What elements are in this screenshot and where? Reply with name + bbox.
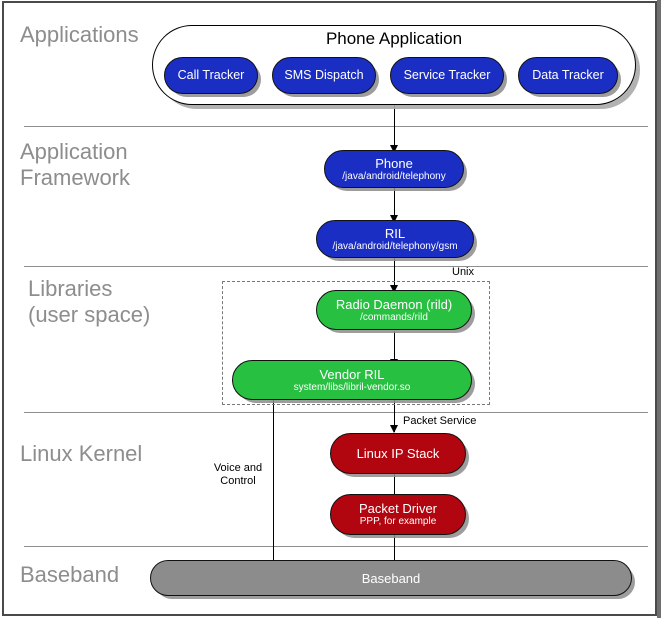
kernel-node-packet-driver[interactable]: Packet Driver PPP, for example (330, 494, 466, 535)
app-node-service-tracker[interactable]: Service Tracker (390, 57, 504, 94)
layer-label-applications: Applications (20, 22, 139, 47)
diagram-outer-frame (2, 1, 657, 616)
layer-label-application-framework: Application Framework (20, 139, 131, 190)
edge-ril-to-rild (394, 257, 396, 289)
app-node-call-tracker[interactable]: Call Tracker (164, 57, 258, 94)
baseband-node-title: Baseband (361, 570, 421, 586)
layer-label-libraries: Libraries (user space) (28, 276, 151, 327)
phone-application-title: Phone Application (325, 29, 463, 48)
edge-vendor-ril-to-ip-stack (394, 398, 396, 432)
layer-label-linux-kernel: Linux Kernel (20, 441, 143, 466)
edge-phone-to-ril (394, 188, 396, 218)
divider-libraries-kernel (24, 412, 648, 413)
edge-packet-driver-to-baseband (394, 535, 396, 565)
arrowhead-phone-to-ril (390, 215, 398, 223)
unix-group-label: Unix (452, 266, 475, 278)
framework-node-phone-subtitle: /java/android/telephony (342, 170, 446, 182)
edge-app-to-phone (394, 105, 396, 149)
kernel-node-linux-ip-stack[interactable]: Linux IP Stack (330, 433, 466, 474)
unix-group-box (222, 281, 490, 405)
framework-node-phone[interactable]: Phone /java/android/telephony (324, 150, 464, 188)
app-node-sms-dispatch-label: SMS Dispatch (284, 68, 364, 82)
arrowhead-ril-to-rild (390, 285, 398, 293)
library-node-vendor-ril[interactable]: Vendor RIL system/libs/libril-vendor.so (232, 360, 472, 400)
library-node-radio-daemon-subtitle: /commands/rild (360, 311, 428, 323)
edge-label-voice-and-control: Voice and Control (213, 462, 263, 487)
library-node-vendor-ril-subtitle: system/libs/libril-vendor.so (293, 381, 411, 393)
divider-framework-libraries (24, 266, 648, 267)
framework-node-ril-subtitle: /java/android/telephony/gsm (332, 240, 458, 252)
edge-vendor-ril-to-baseband-voice (273, 398, 275, 565)
library-node-vendor-ril-title: Vendor RIL (319, 366, 385, 382)
app-node-call-tracker-label: Call Tracker (177, 68, 245, 82)
divider-kernel-baseband (24, 546, 648, 547)
edge-ip-stack-to-packet-driver (394, 474, 396, 506)
framework-node-ril[interactable]: RIL /java/android/telephony/gsm (316, 220, 474, 258)
layer-label-baseband: Baseband (20, 562, 120, 587)
app-node-service-tracker-label: Service Tracker (403, 68, 491, 82)
app-node-data-tracker[interactable]: Data Tracker (518, 57, 618, 94)
edge-label-packet-service: Packet Service (403, 415, 477, 427)
library-node-radio-daemon-title: Radio Daemon (rild) (335, 296, 453, 312)
app-node-sms-dispatch[interactable]: SMS Dispatch (272, 57, 376, 94)
kernel-node-packet-driver-title: Packet Driver (358, 501, 438, 516)
library-node-radio-daemon[interactable]: Radio Daemon (rild) /commands/rild (316, 290, 472, 330)
edge-rild-to-vendor-ril (394, 331, 396, 365)
framework-node-phone-title: Phone (375, 155, 413, 171)
arrowhead-vendor-ril-to-ip-stack (390, 425, 398, 433)
baseband-node[interactable]: Baseband (150, 560, 632, 596)
app-node-data-tracker-label: Data Tracker (532, 68, 604, 82)
kernel-node-packet-driver-subtitle: PPP, for example (359, 516, 437, 527)
kernel-node-linux-ip-stack-title: Linux IP Stack (356, 446, 440, 461)
divider-applications-framework (24, 126, 648, 127)
diagram-right-edge (657, 0, 661, 618)
framework-node-ril-title: RIL (384, 225, 406, 241)
arrowhead-app-to-phone (390, 145, 398, 153)
